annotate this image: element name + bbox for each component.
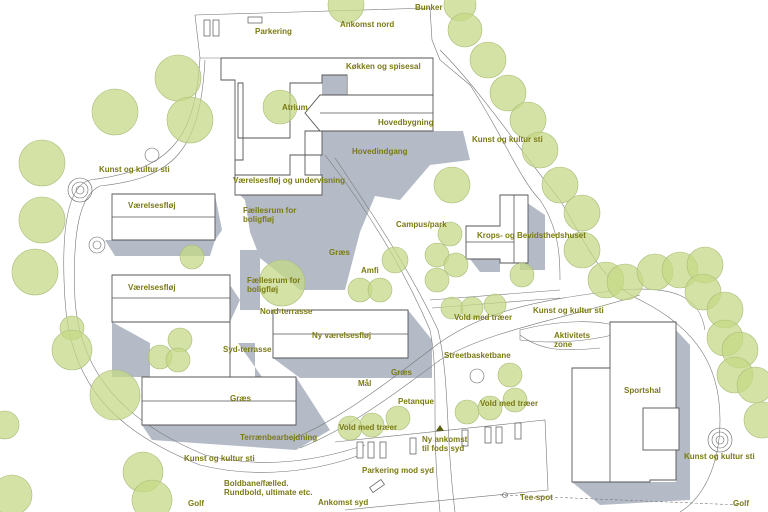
label-ny-ankomst: Ny ankomst til fods syd [422, 435, 468, 453]
label-kunst-sti-e: Kunst og kultur sti [533, 306, 604, 315]
label-golf-e: Golf [733, 499, 749, 508]
label-graes-1: Græs [329, 248, 350, 257]
label-boldbane: Boldbane/fælled. Rundbold, ultimate etc. [224, 479, 313, 497]
label-bunker: Bunker [415, 3, 443, 12]
building-shadows [105, 75, 690, 505]
entrance-marker-icon [436, 425, 444, 431]
label-kokken: Køkken og spisesal [346, 62, 421, 71]
label-graes-2: Græs [391, 368, 412, 377]
label-vold-1: Vold med træer [454, 313, 513, 322]
label-syd-terrasse: Syd-terrasse [223, 345, 272, 354]
label-aktivitets-zone: Aktivitets zone [554, 331, 591, 349]
label-golf-w: Golf [188, 499, 204, 508]
label-amfi: Amfi [361, 266, 379, 275]
label-hovedindgang: Hovedindgang [352, 147, 408, 156]
label-maal: Mål [358, 379, 372, 388]
label-vaerelsesfloj-undervisning: Værelsesfløj og undervisning [233, 176, 346, 185]
label-vaerelsesfloj-2: Værelsesfløj [128, 283, 176, 292]
label-kunst-sti-se: Kunst og kultur sti [684, 452, 755, 461]
building-krops [465, 194, 529, 264]
label-kunst-sti-ne: Kunst og kultur sti [472, 135, 543, 144]
label-ankomst-nord: Ankomst nord [340, 20, 395, 29]
label-parkering-syd: Parkering mod syd [362, 466, 435, 475]
label-nord-terrasse: Nord-terrasse [260, 307, 313, 316]
label-ny-vaerelsesfloj: Ny værelsesfløj [312, 331, 372, 340]
label-vold-3: Vold med træer [339, 423, 398, 432]
label-parkering: Parkering [255, 27, 292, 36]
label-campus-park: Campus/park [396, 220, 447, 229]
label-atrium: Atrium [282, 103, 308, 112]
label-faellesrum-2: Fællesrum for boligfløj [247, 276, 301, 294]
paths [63, 7, 741, 512]
label-streetbasket: Streetbasketbane [444, 351, 511, 360]
label-petanque: Petanque [398, 397, 435, 406]
label-vaerelsesfloj-1: Værelsesfløj [128, 201, 176, 210]
label-kunst-sti-nw: Kunst og kultur sti [99, 165, 170, 174]
label-tee-spot: Tee-spot [520, 493, 553, 502]
label-terraen: Terrænbearbejdning [240, 433, 318, 442]
art-circles [67, 147, 733, 498]
label-ankomst-syd: Ankomst syd [318, 498, 369, 507]
label-graes-3: Græs [230, 394, 251, 403]
label-krops: Krops- og Bevidsthedshuset [477, 231, 586, 240]
label-hovedbygning: Hovedbygning [378, 118, 434, 127]
label-kunst-sti-sw: Kunst og kultur sti [184, 454, 255, 463]
cars [203, 16, 522, 493]
building-vaerelsesfloj-2 [111, 274, 297, 426]
label-sportshal: Sportshal [624, 386, 661, 395]
label-vold-2: Vold med træer [480, 399, 539, 408]
label-faellesrum-1: Fællesrum for boligfløj [243, 206, 297, 224]
